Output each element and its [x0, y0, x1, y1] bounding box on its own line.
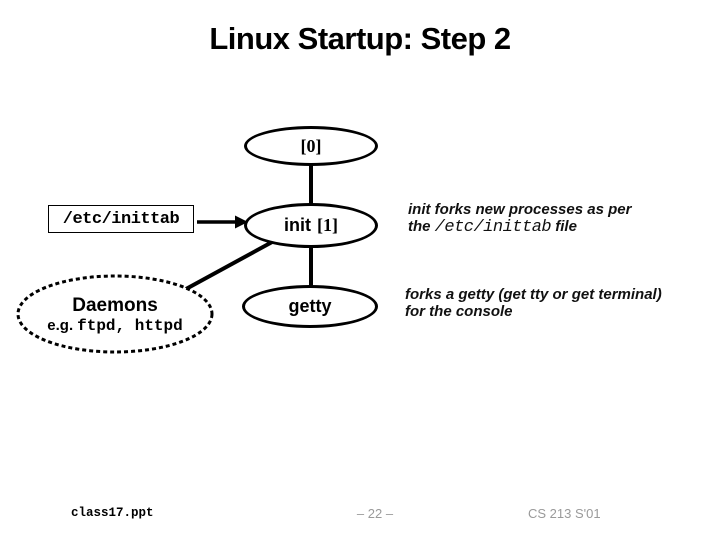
node-getty: getty	[242, 285, 378, 328]
node-inittab-file: /etc/inittab	[48, 205, 194, 233]
annotation-init-line1: init forks new processes as per	[408, 201, 632, 218]
daemons-dashed-ellipse	[16, 274, 214, 354]
annotation-init-line2-code: /etc/inittab	[434, 218, 552, 237]
node-inittab-file-label: /etc/inittab	[62, 209, 180, 229]
annotation-getty-line1: forks a getty (get tty or get terminal)	[405, 286, 662, 303]
node-daemons-eg-code: ftpd, httpd	[77, 316, 183, 335]
annotation-init-line2: the /etc/inittab file	[408, 218, 631, 236]
node-daemons: Daemons e.g.ftpd, httpd	[17, 284, 213, 346]
node-daemons-eg-prefix: e.g.	[47, 316, 74, 334]
node-daemons-example: e.g.ftpd, httpd	[47, 317, 182, 335]
annotation-init-line2-post: file	[555, 218, 577, 235]
annotation-init-line2-pre: the	[408, 218, 431, 235]
annotation-getty-line2: for the console	[405, 303, 513, 320]
annotation-init-note: init forks new processes as per the /etc…	[408, 201, 631, 236]
connector-init-to-daemons	[185, 233, 286, 291]
node-init: init [1]	[244, 203, 378, 248]
node-process0: [0]	[244, 126, 378, 166]
slide-title: Linux Startup: Step 2	[209, 21, 511, 56]
node-daemons-title: Daemons	[72, 294, 158, 316]
node-init-pid: [1]	[317, 215, 338, 235]
footer-filename: class17.ppt	[71, 506, 154, 520]
node-process0-label: [0]	[300, 135, 322, 156]
arrow-inittab-to-init-head	[235, 215, 248, 229]
node-getty-label: getty	[288, 296, 332, 316]
footer-page-number: – 22 –	[356, 506, 394, 521]
annotation-getty-note: forks a getty (get tty or get terminal) …	[405, 286, 662, 320]
footer-course: CS 213 S'01	[528, 506, 601, 521]
node-init-label: init	[284, 215, 311, 235]
